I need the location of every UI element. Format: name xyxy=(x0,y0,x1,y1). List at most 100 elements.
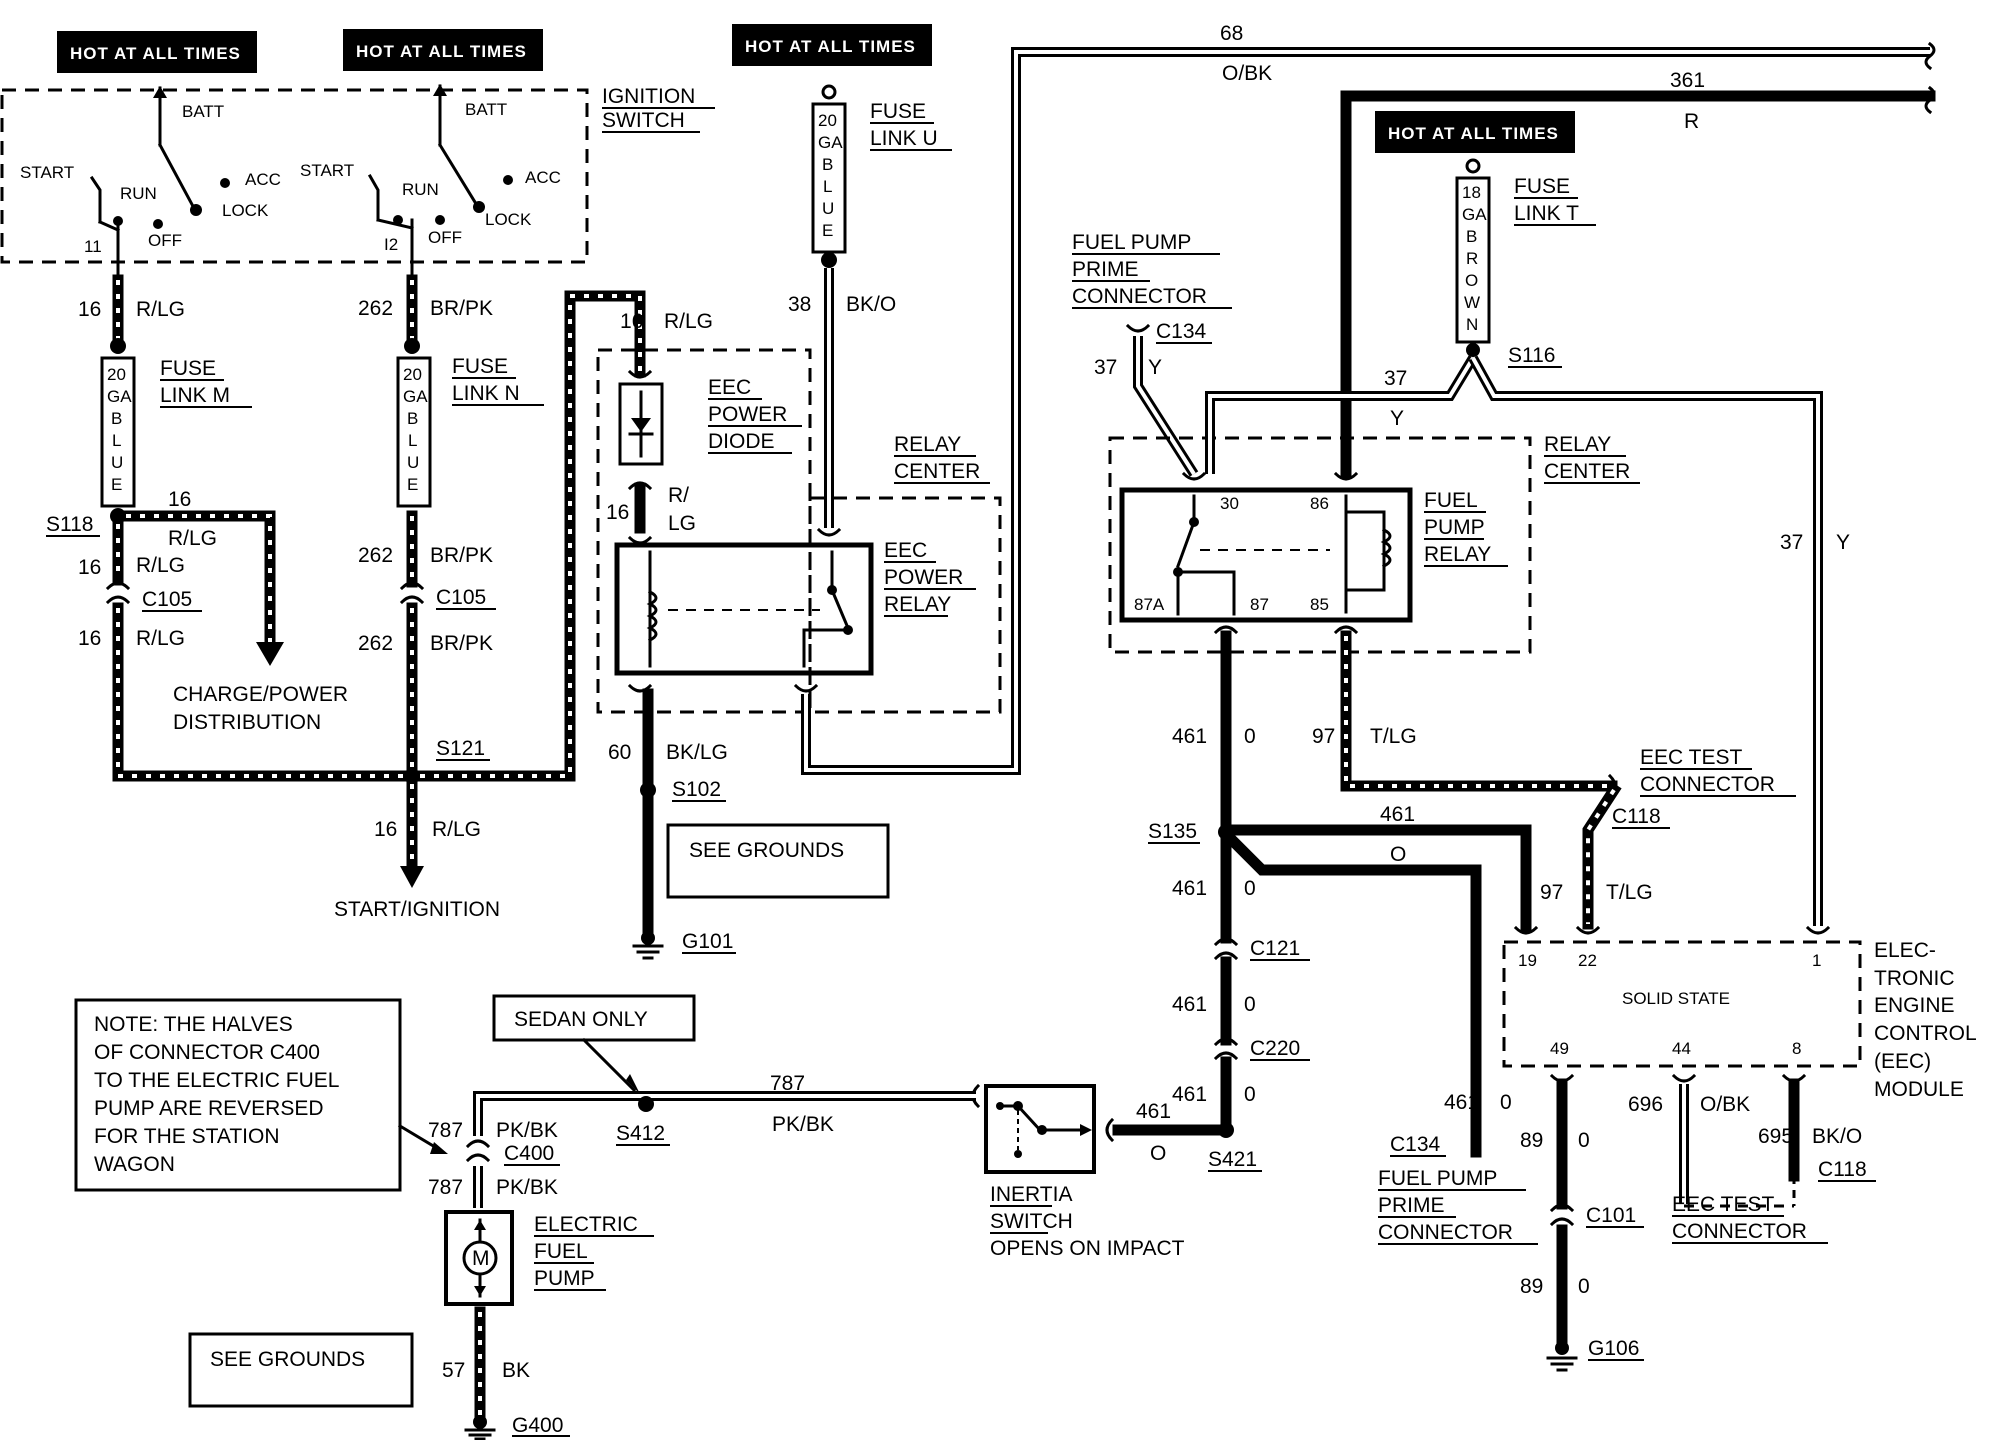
circuit-38: 20 GA B L U E FUSE LINK U 38 BK/O xyxy=(788,84,952,537)
svg-text:FUEL: FUEL xyxy=(1424,489,1478,512)
svg-text:0: 0 xyxy=(1578,1275,1590,1298)
svg-text:262: 262 xyxy=(358,544,393,567)
svg-text:INERTIA: INERTIA xyxy=(990,1183,1072,1206)
svg-text:U: U xyxy=(822,199,834,218)
svg-text:PK/BK: PK/BK xyxy=(496,1119,558,1142)
circuit-97: 97 T/LG EEC TEST CONNECTOR C118 97 T/LG xyxy=(1312,625,1796,935)
svg-text:DISTRIBUTION: DISTRIBUTION xyxy=(173,711,321,734)
svg-text:BR/PK: BR/PK xyxy=(430,544,493,567)
svg-text:DIODE: DIODE xyxy=(708,430,775,453)
svg-text:C134: C134 xyxy=(1390,1133,1441,1156)
svg-text:FUEL PUMP: FUEL PUMP xyxy=(1072,231,1191,254)
svg-text:OFF: OFF xyxy=(148,231,182,250)
svg-text:361: 361 xyxy=(1670,69,1705,92)
svg-text:C134: C134 xyxy=(1156,320,1207,343)
eec-power-relay: EEC POWER RELAY RELAY CENTER xyxy=(614,433,1002,714)
svg-text:C105: C105 xyxy=(142,588,192,611)
svg-text:START/IGNITION: START/IGNITION xyxy=(334,898,500,921)
svg-text:LINK U: LINK U xyxy=(870,127,938,150)
svg-text:89: 89 xyxy=(1520,1129,1543,1152)
svg-text:CONNECTOR: CONNECTOR xyxy=(1640,773,1775,796)
circuit-16-left: 16 R/LG xyxy=(78,274,185,354)
svg-text:R/LG: R/LG xyxy=(136,554,185,577)
svg-text:PRIME: PRIME xyxy=(1072,258,1139,281)
svg-text:85: 85 xyxy=(1310,595,1329,614)
svg-text:BATT: BATT xyxy=(465,100,507,119)
svg-text:CONNECTOR: CONNECTOR xyxy=(1072,285,1207,308)
svg-text:CONTROL: CONTROL xyxy=(1874,1022,1977,1045)
svg-text:37: 37 xyxy=(1094,356,1117,379)
svg-text:LOCK: LOCK xyxy=(485,210,532,229)
svg-text:FUEL PUMP: FUEL PUMP xyxy=(1378,1167,1497,1190)
svg-text:16: 16 xyxy=(606,501,629,524)
svg-text:C101: C101 xyxy=(1586,1204,1636,1227)
svg-text:G101: G101 xyxy=(682,930,733,953)
svg-text:WAGON: WAGON xyxy=(94,1153,175,1176)
svg-text:262: 262 xyxy=(358,297,393,320)
svg-text:PRIME: PRIME xyxy=(1378,1194,1445,1217)
svg-text:49: 49 xyxy=(1550,1039,1569,1058)
svg-text:T/LG: T/LG xyxy=(1370,725,1417,748)
svg-text:PK/BK: PK/BK xyxy=(496,1176,558,1199)
svg-text:HOT AT ALL TIMES: HOT AT ALL TIMES xyxy=(70,44,241,63)
svg-text:FUSE: FUSE xyxy=(1514,175,1570,198)
svg-text:SWITCH: SWITCH xyxy=(990,1210,1073,1233)
svg-text:START: START xyxy=(300,161,354,180)
svg-text:86: 86 xyxy=(1310,494,1329,513)
circuit-37: 37 Y 37 Y xyxy=(1205,355,1850,935)
svg-text:18: 18 xyxy=(1462,183,1481,202)
note-box: NOTE: THE HALVES OF CONNECTOR C400 TO TH… xyxy=(74,998,448,1192)
electric-fuel-pump: M ELECTRIC FUEL PUMP xyxy=(444,1210,654,1306)
svg-text:68: 68 xyxy=(1220,22,1243,45)
circuit-60: 60 BK/LG S102 SEE GROUNDS G101 xyxy=(608,683,890,960)
svg-text:CONNECTOR: CONNECTOR xyxy=(1378,1221,1513,1244)
svg-text:EEC TEST: EEC TEST xyxy=(1640,746,1742,769)
svg-text:EEC: EEC xyxy=(708,376,751,399)
svg-text:BR/PK: BR/PK xyxy=(430,297,493,320)
svg-text:LINK N: LINK N xyxy=(452,382,520,405)
svg-text:S135: S135 xyxy=(1148,820,1197,843)
circuit-361: 361 R xyxy=(1340,69,1936,478)
svg-text:PUMP: PUMP xyxy=(534,1267,595,1290)
svg-text:B: B xyxy=(407,409,418,428)
fuse-link-n: 20 GA B L U E FUSE LINK N xyxy=(396,355,544,508)
svg-text:POWER: POWER xyxy=(708,403,787,426)
circuit-68: 68 O/BK xyxy=(793,22,1936,775)
svg-text:RELAY: RELAY xyxy=(894,433,961,456)
svg-text:CENTER: CENTER xyxy=(1544,460,1630,483)
svg-text:R/LG: R/LG xyxy=(136,298,185,321)
svg-text:787: 787 xyxy=(428,1119,463,1142)
svg-text:461: 461 xyxy=(1172,1083,1207,1106)
circuit-89: 89 0 C101 89 0 G106 xyxy=(1520,1073,1644,1372)
svg-text:461: 461 xyxy=(1136,1100,1171,1123)
svg-text:FOR THE STATION: FOR THE STATION xyxy=(94,1125,280,1148)
svg-text:R/LG: R/LG xyxy=(432,818,481,841)
svg-text:GA: GA xyxy=(818,133,843,152)
svg-text:SEDAN ONLY: SEDAN ONLY xyxy=(514,1008,648,1031)
svg-text:LINK T: LINK T xyxy=(1514,202,1579,225)
eec-power-diode: 16 R/LG EEC POWER DIODE 16 R/ LG xyxy=(596,310,812,714)
svg-text:97: 97 xyxy=(1540,881,1563,904)
svg-text:FUEL: FUEL xyxy=(534,1240,588,1263)
svg-text:FUSE: FUSE xyxy=(452,355,508,378)
hot-tag-1: HOT AT ALL TIMES xyxy=(57,31,257,73)
svg-text:R/LG: R/LG xyxy=(168,527,217,550)
svg-text:60: 60 xyxy=(608,741,631,764)
svg-text:LG: LG xyxy=(668,512,696,535)
svg-text:E: E xyxy=(111,475,122,494)
svg-text:B: B xyxy=(111,409,122,428)
svg-text:E: E xyxy=(407,475,418,494)
svg-text:OPENS ON IMPACT: OPENS ON IMPACT xyxy=(990,1237,1185,1260)
svg-text:BK/O: BK/O xyxy=(846,293,896,316)
svg-text:22: 22 xyxy=(1578,951,1597,970)
svg-text:PK/BK: PK/BK xyxy=(772,1113,834,1136)
svg-text:R/LG: R/LG xyxy=(664,310,713,333)
svg-text:HOT AT ALL TIMES: HOT AT ALL TIMES xyxy=(745,37,916,56)
svg-text:O/BK: O/BK xyxy=(1222,62,1272,85)
svg-text:461: 461 xyxy=(1172,993,1207,1016)
svg-text:BR/PK: BR/PK xyxy=(430,632,493,655)
svg-text:87: 87 xyxy=(1250,595,1269,614)
fuel-pump-prime-connector-bottom: C134 FUEL PUMP PRIME CONNECTOR xyxy=(1378,1133,1538,1245)
svg-text:RELAY: RELAY xyxy=(884,593,951,616)
